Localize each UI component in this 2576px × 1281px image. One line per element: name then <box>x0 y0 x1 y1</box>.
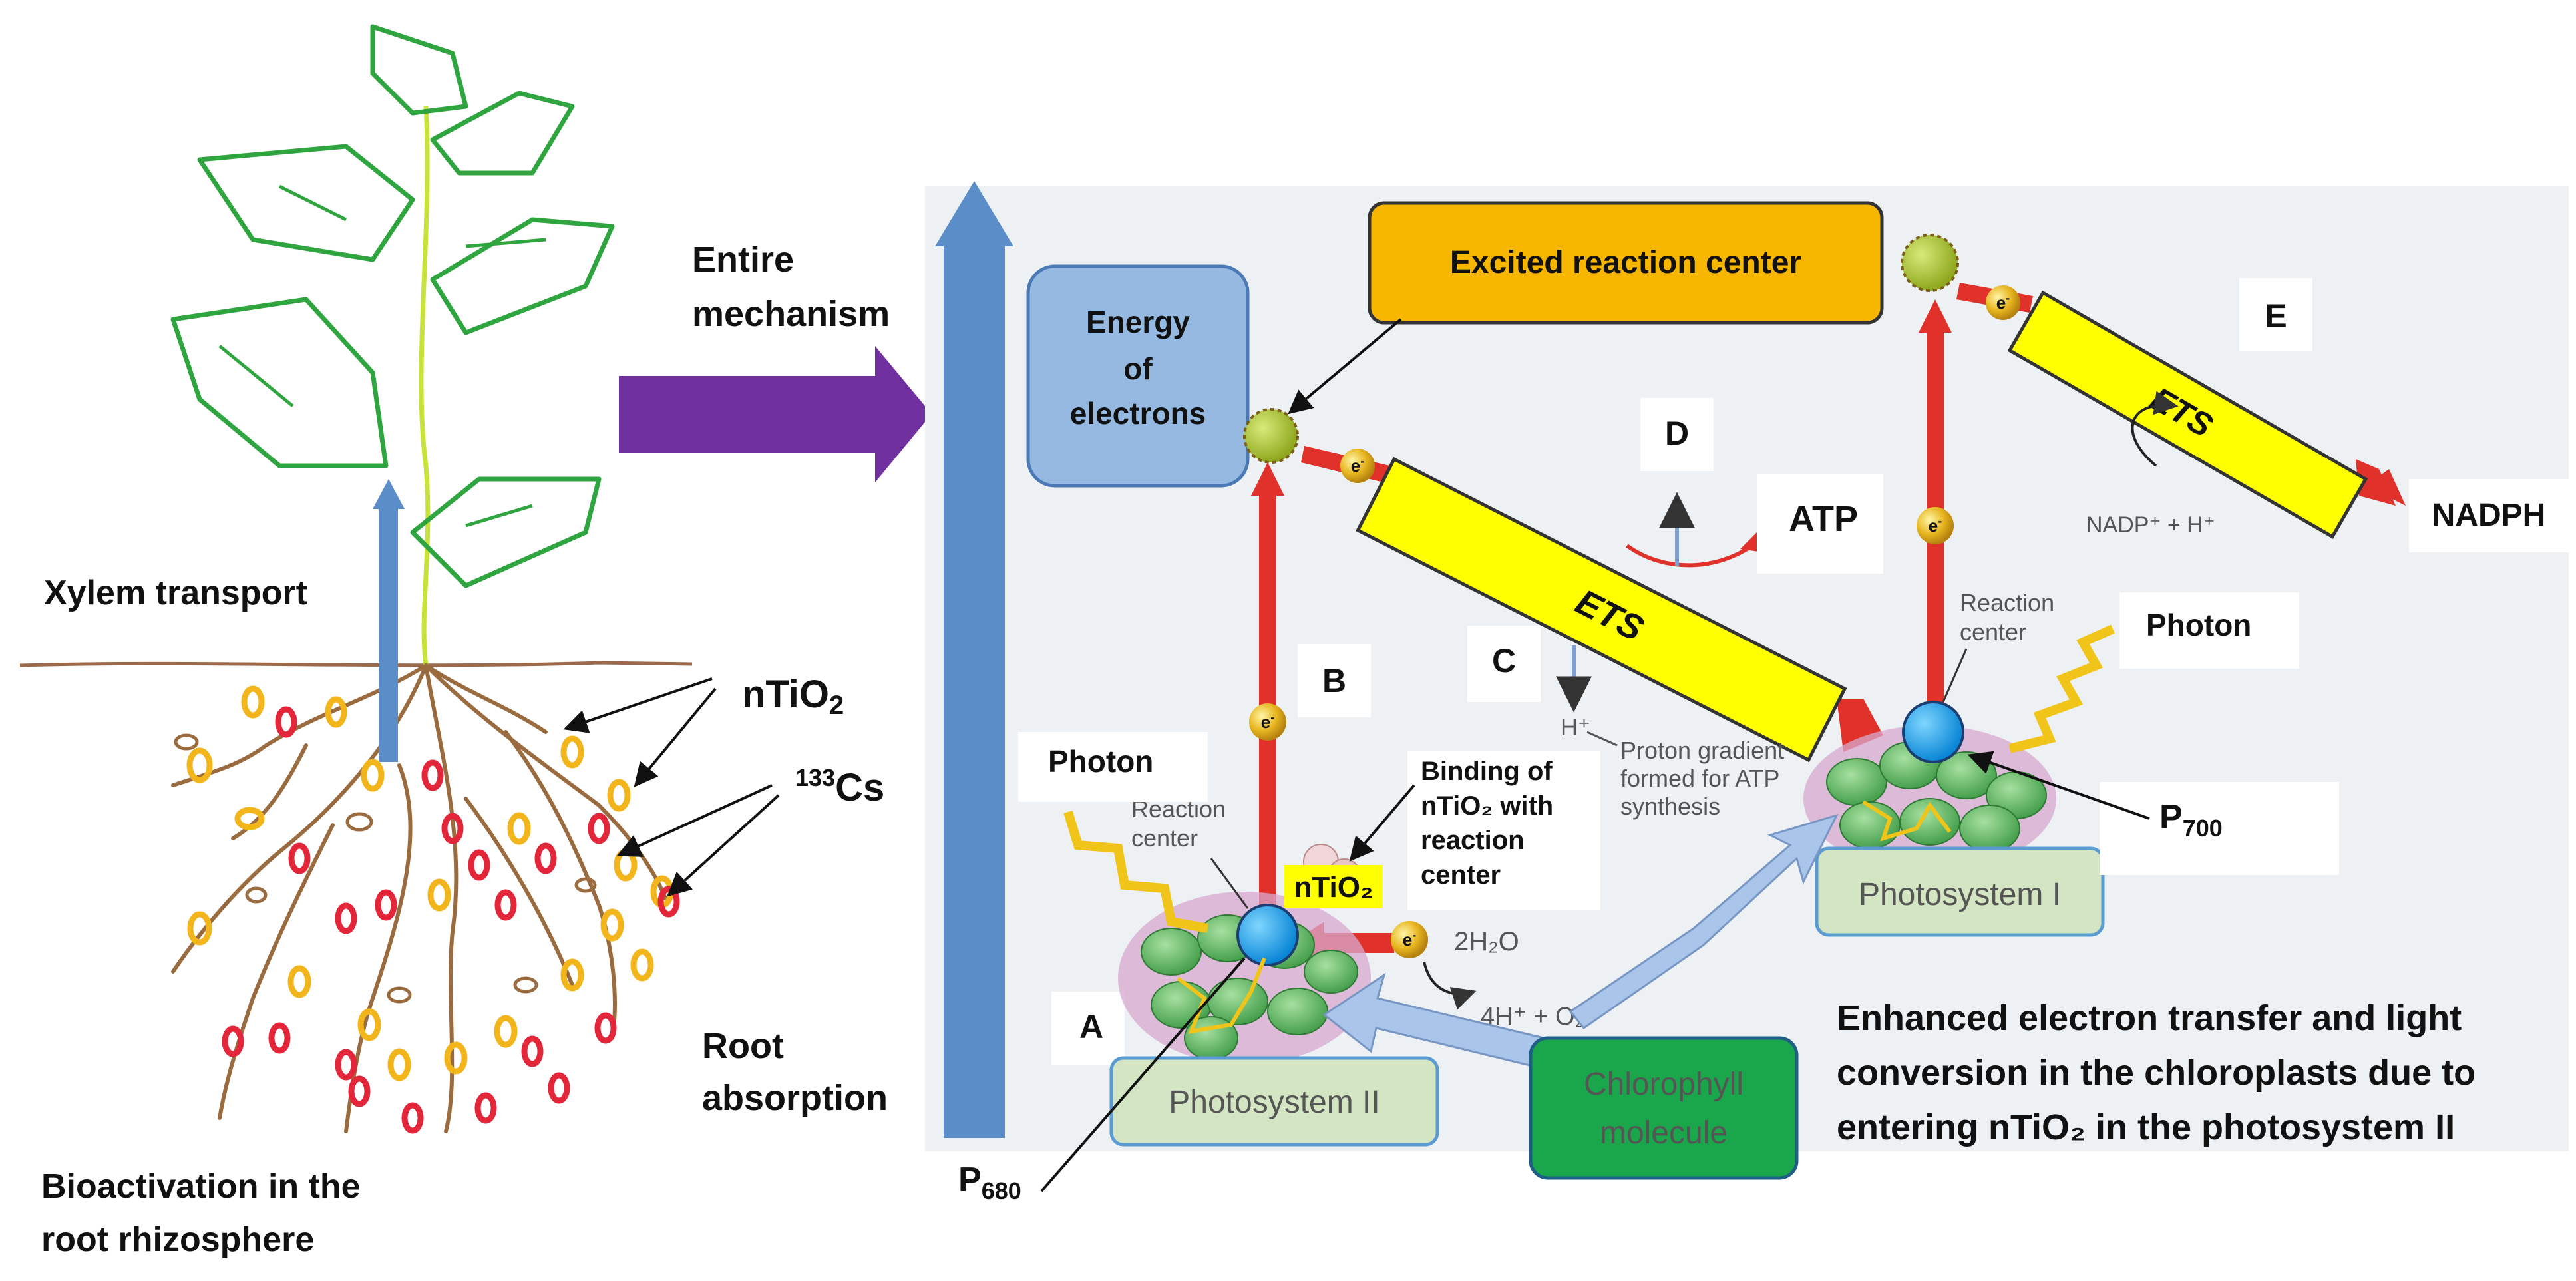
bioactivation-label-2: root rhizosphere <box>41 1220 314 1259</box>
letter-a: A <box>1079 1008 1103 1045</box>
energy-label-2: of <box>1123 351 1153 386</box>
enhanced-caption-1: Enhanced electron transfer and light <box>1837 998 2462 1038</box>
photon-ps2-box <box>1018 732 1208 802</box>
photon-squiggle-ps2 <box>1063 810 1209 933</box>
bioactivation-label-1: Bioactivation in the <box>41 1167 361 1206</box>
nadp-label: NADP⁺ + H⁺ <box>2086 512 2215 538</box>
enhanced-caption-3: entering nTiO₂ in the photosystem II <box>1837 1107 2455 1147</box>
reaction-center-ps1-2: center <box>1960 618 2026 645</box>
atp-label: ATP <box>1789 499 1858 539</box>
chlorophyll-arrows <box>1322 813 1839 1069</box>
ntio2-particles <box>186 685 674 1081</box>
xylem-arrow <box>373 479 405 762</box>
binding-label-3: reaction <box>1421 826 1525 855</box>
ets2-to-nadph-arrow <box>2356 459 2406 506</box>
binding-box <box>1407 751 1600 910</box>
reaction-center-ps2-pointer <box>1210 858 1249 909</box>
energy-label-1: Energy <box>1086 305 1190 339</box>
chlorophyll-label-1: Chlorophyll <box>1584 1067 1744 1102</box>
binding-pointer <box>1349 784 1415 862</box>
electron-ball: e- <box>1986 285 2020 320</box>
nadph-label: NADPH <box>2432 498 2546 533</box>
ntio2-tag-box <box>1284 865 1383 908</box>
nadph-region: NADP⁺ + H⁺ NADPH <box>2086 391 2569 552</box>
enhanced-caption-2: conversion in the chloroplasts due to <box>1837 1053 2476 1093</box>
photon-ps2-label: Photon <box>1048 744 1153 779</box>
excited-to-ball-pointer <box>1288 318 1402 415</box>
chlorophyll-box <box>1529 1036 1799 1180</box>
h2o-label: 2H₂O <box>1454 927 1519 956</box>
entire-mechanism-label-1: Entire <box>692 240 794 279</box>
svg-text:e-: e- <box>1403 928 1416 950</box>
letter-c: C <box>1492 642 1516 679</box>
photosystem-2-box <box>1109 1056 1439 1147</box>
enhanced-caption: Enhanced electron transfer and light con… <box>1837 998 2476 1147</box>
svg-text:e-: e- <box>1996 291 2010 313</box>
root-absorption-label-1: Root <box>702 1026 784 1066</box>
excited-reaction-center-box: Excited reaction center <box>1368 201 1884 325</box>
electron-ball: e- <box>1340 449 1375 483</box>
xylem-transport-label: Xylem transport <box>44 574 307 612</box>
p700-label: P700 <box>2159 798 2223 842</box>
photosystem-1-box <box>1815 846 2105 937</box>
svg-text:e-: e- <box>1261 711 1274 732</box>
electron-balls: e- e- e- e- e- <box>1249 285 2020 958</box>
binding-label-1: Binding of <box>1421 757 1553 786</box>
p700-box <box>2100 782 2339 875</box>
ntio2-label: nTiO2 <box>742 673 844 720</box>
proton-gradient-1: Proton gradient <box>1620 737 1784 764</box>
ets-bar-2: ETS <box>2007 290 2368 540</box>
energy-of-electrons-box: Energy of electrons <box>1026 264 1250 488</box>
letter-b: B <box>1322 662 1346 699</box>
svg-text:e-: e- <box>1929 514 1942 536</box>
energy-label-3: electrons <box>1070 396 1206 431</box>
binding-label-2: nTiO₂ with <box>1421 791 1553 821</box>
stem <box>419 106 431 666</box>
electron-ball: e- <box>1249 703 1286 741</box>
excited-electron-ps2 <box>1243 408 1299 464</box>
electron-ball: e- <box>1917 507 1954 544</box>
letter-tags: B C D E A <box>1051 278 2312 1065</box>
reaction-center-ps1-pointer <box>1942 648 1968 703</box>
chlorophyll-label-2: molecule <box>1600 1115 1728 1151</box>
proton-gradient-2: formed for ATP <box>1620 765 1779 792</box>
energy-axis-arrow <box>935 181 1013 1138</box>
photosystem-2-label: Photosystem II <box>1169 1085 1380 1120</box>
entire-mechanism-label-2: mechanism <box>692 294 890 334</box>
hplus-label: H⁺ <box>1561 713 1590 741</box>
photon-ps1-box <box>2119 592 2299 669</box>
reaction-center-ps2-2: center <box>1131 824 1198 852</box>
cs-label: 133Cs <box>795 764 884 809</box>
p700-pointer <box>1967 751 2150 820</box>
excited-electron-ps1 <box>1901 234 1959 292</box>
letter-d: D <box>1665 415 1689 452</box>
atp-synthesis: ATP H⁺ Proton gradient formed for ATP sy… <box>1556 474 1883 820</box>
binding-label-4: center <box>1421 860 1501 890</box>
entire-mechanism-arrow <box>619 346 932 482</box>
soil-particles <box>186 685 680 1134</box>
proton-gradient-3: synthesis <box>1620 793 1720 820</box>
ets-bar-1: ETS <box>1356 457 1847 763</box>
ntio2-tag-label: nTiO₂ <box>1294 871 1374 904</box>
particle-pointers <box>563 677 780 897</box>
water-split-arrow <box>1423 961 1477 1010</box>
p680-pointer <box>1040 957 1246 1192</box>
leaves <box>170 24 615 588</box>
root-absorption-label-2: absorption <box>702 1078 888 1118</box>
electron-ball: e- <box>1391 921 1428 958</box>
root-knots <box>174 733 597 1004</box>
photosystem-1-label: Photosystem I <box>1859 877 2061 912</box>
photon-ps1-label: Photon <box>2146 608 2251 642</box>
soil-line <box>19 661 693 667</box>
p680-label: P680 <box>958 1161 1021 1204</box>
excited-reaction-center-label: Excited reaction center <box>1450 245 1801 280</box>
letter-e: E <box>2265 297 2287 335</box>
reaction-center-ps1-1: Reaction <box>1960 589 2054 616</box>
photon-squiggle-ps1 <box>2008 624 2115 753</box>
svg-text:e-: e- <box>1351 455 1364 476</box>
